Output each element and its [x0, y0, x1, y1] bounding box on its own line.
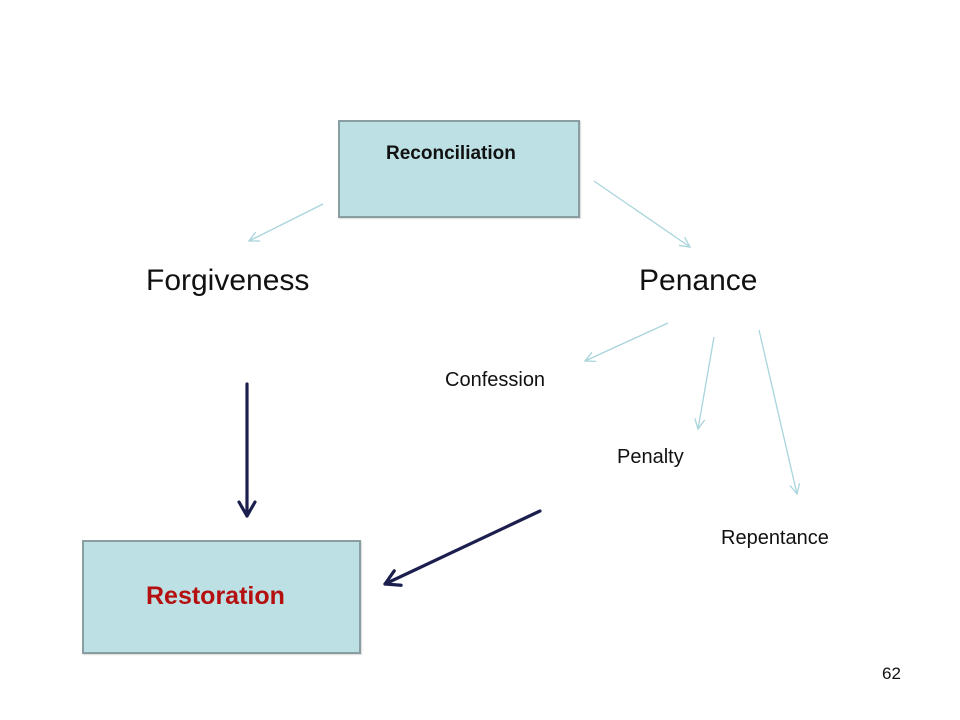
arrow-reconciliation-to-forgiveness	[247, 203, 324, 242]
node-penalty: Penalty	[617, 446, 684, 468]
page-number: 62	[882, 664, 901, 683]
node-restoration: Restoration	[146, 582, 285, 610]
arrow-penance-to-penalty	[694, 336, 715, 431]
arrow-reconciliation-to-penance	[593, 180, 692, 248]
node-penance: Penance	[639, 264, 758, 297]
node-forgiveness: Forgiveness	[146, 264, 310, 297]
reconciliation-box	[338, 120, 580, 218]
node-confession: Confession	[445, 369, 546, 391]
node-repentance: Repentance	[721, 527, 829, 549]
restoration-box	[82, 540, 361, 654]
arrow-penance-to-confession	[583, 322, 669, 363]
node-reconciliation: Reconciliation	[386, 143, 516, 164]
arrow-penance-to-repentance	[758, 329, 801, 496]
arrow-penance-to-restoration	[383, 509, 542, 587]
